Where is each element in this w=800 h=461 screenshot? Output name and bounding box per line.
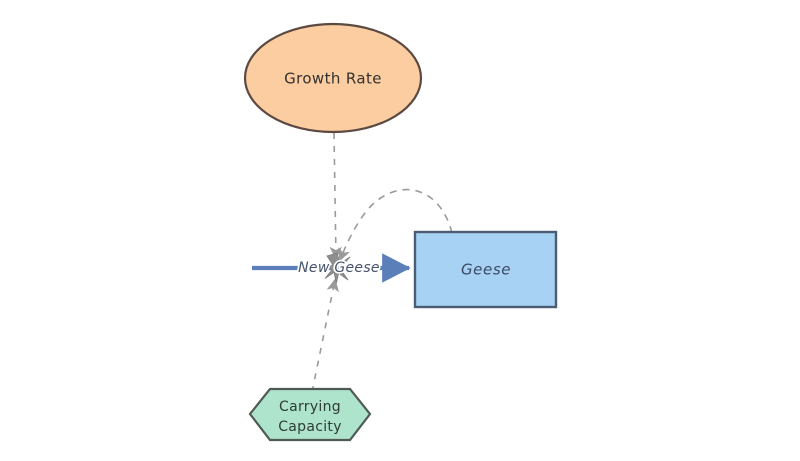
flow-new-geese[interactable]: New Geese — [252, 252, 411, 284]
node-geese[interactable]: Geese — [413, 230, 558, 309]
geese-stock-shape[interactable] — [413, 230, 558, 309]
dashed-line-path — [329, 132, 343, 260]
carrying-capacity-label-line1: Carrying — [279, 399, 341, 415]
link-carrying-capacity-to-new-geese — [311, 278, 339, 393]
growth-rate-ellipse-shape[interactable] — [243, 22, 423, 134]
carrying-capacity-hexagon-shape[interactable] — [248, 387, 372, 442]
new-geese-flow-label: New Geese — [298, 260, 380, 276]
link-geese-to-new-geese — [338, 188, 453, 262]
dashed-arc-path — [338, 188, 453, 262]
dashed-line-path — [311, 278, 339, 393]
node-growth-rate[interactable]: Growth Rate — [243, 22, 423, 134]
geese-stock-label: Geese — [461, 261, 511, 279]
node-carrying-capacity[interactable]: Carrying Capacity — [248, 387, 372, 442]
valve-starburst-shape — [322, 252, 353, 284]
link-growth-rate-to-new-geese — [329, 132, 343, 260]
growth-rate-label: Growth Rate — [284, 70, 382, 88]
new-geese-valve-icon[interactable] — [322, 252, 353, 284]
carrying-capacity-label-line2: Capacity — [278, 419, 342, 435]
